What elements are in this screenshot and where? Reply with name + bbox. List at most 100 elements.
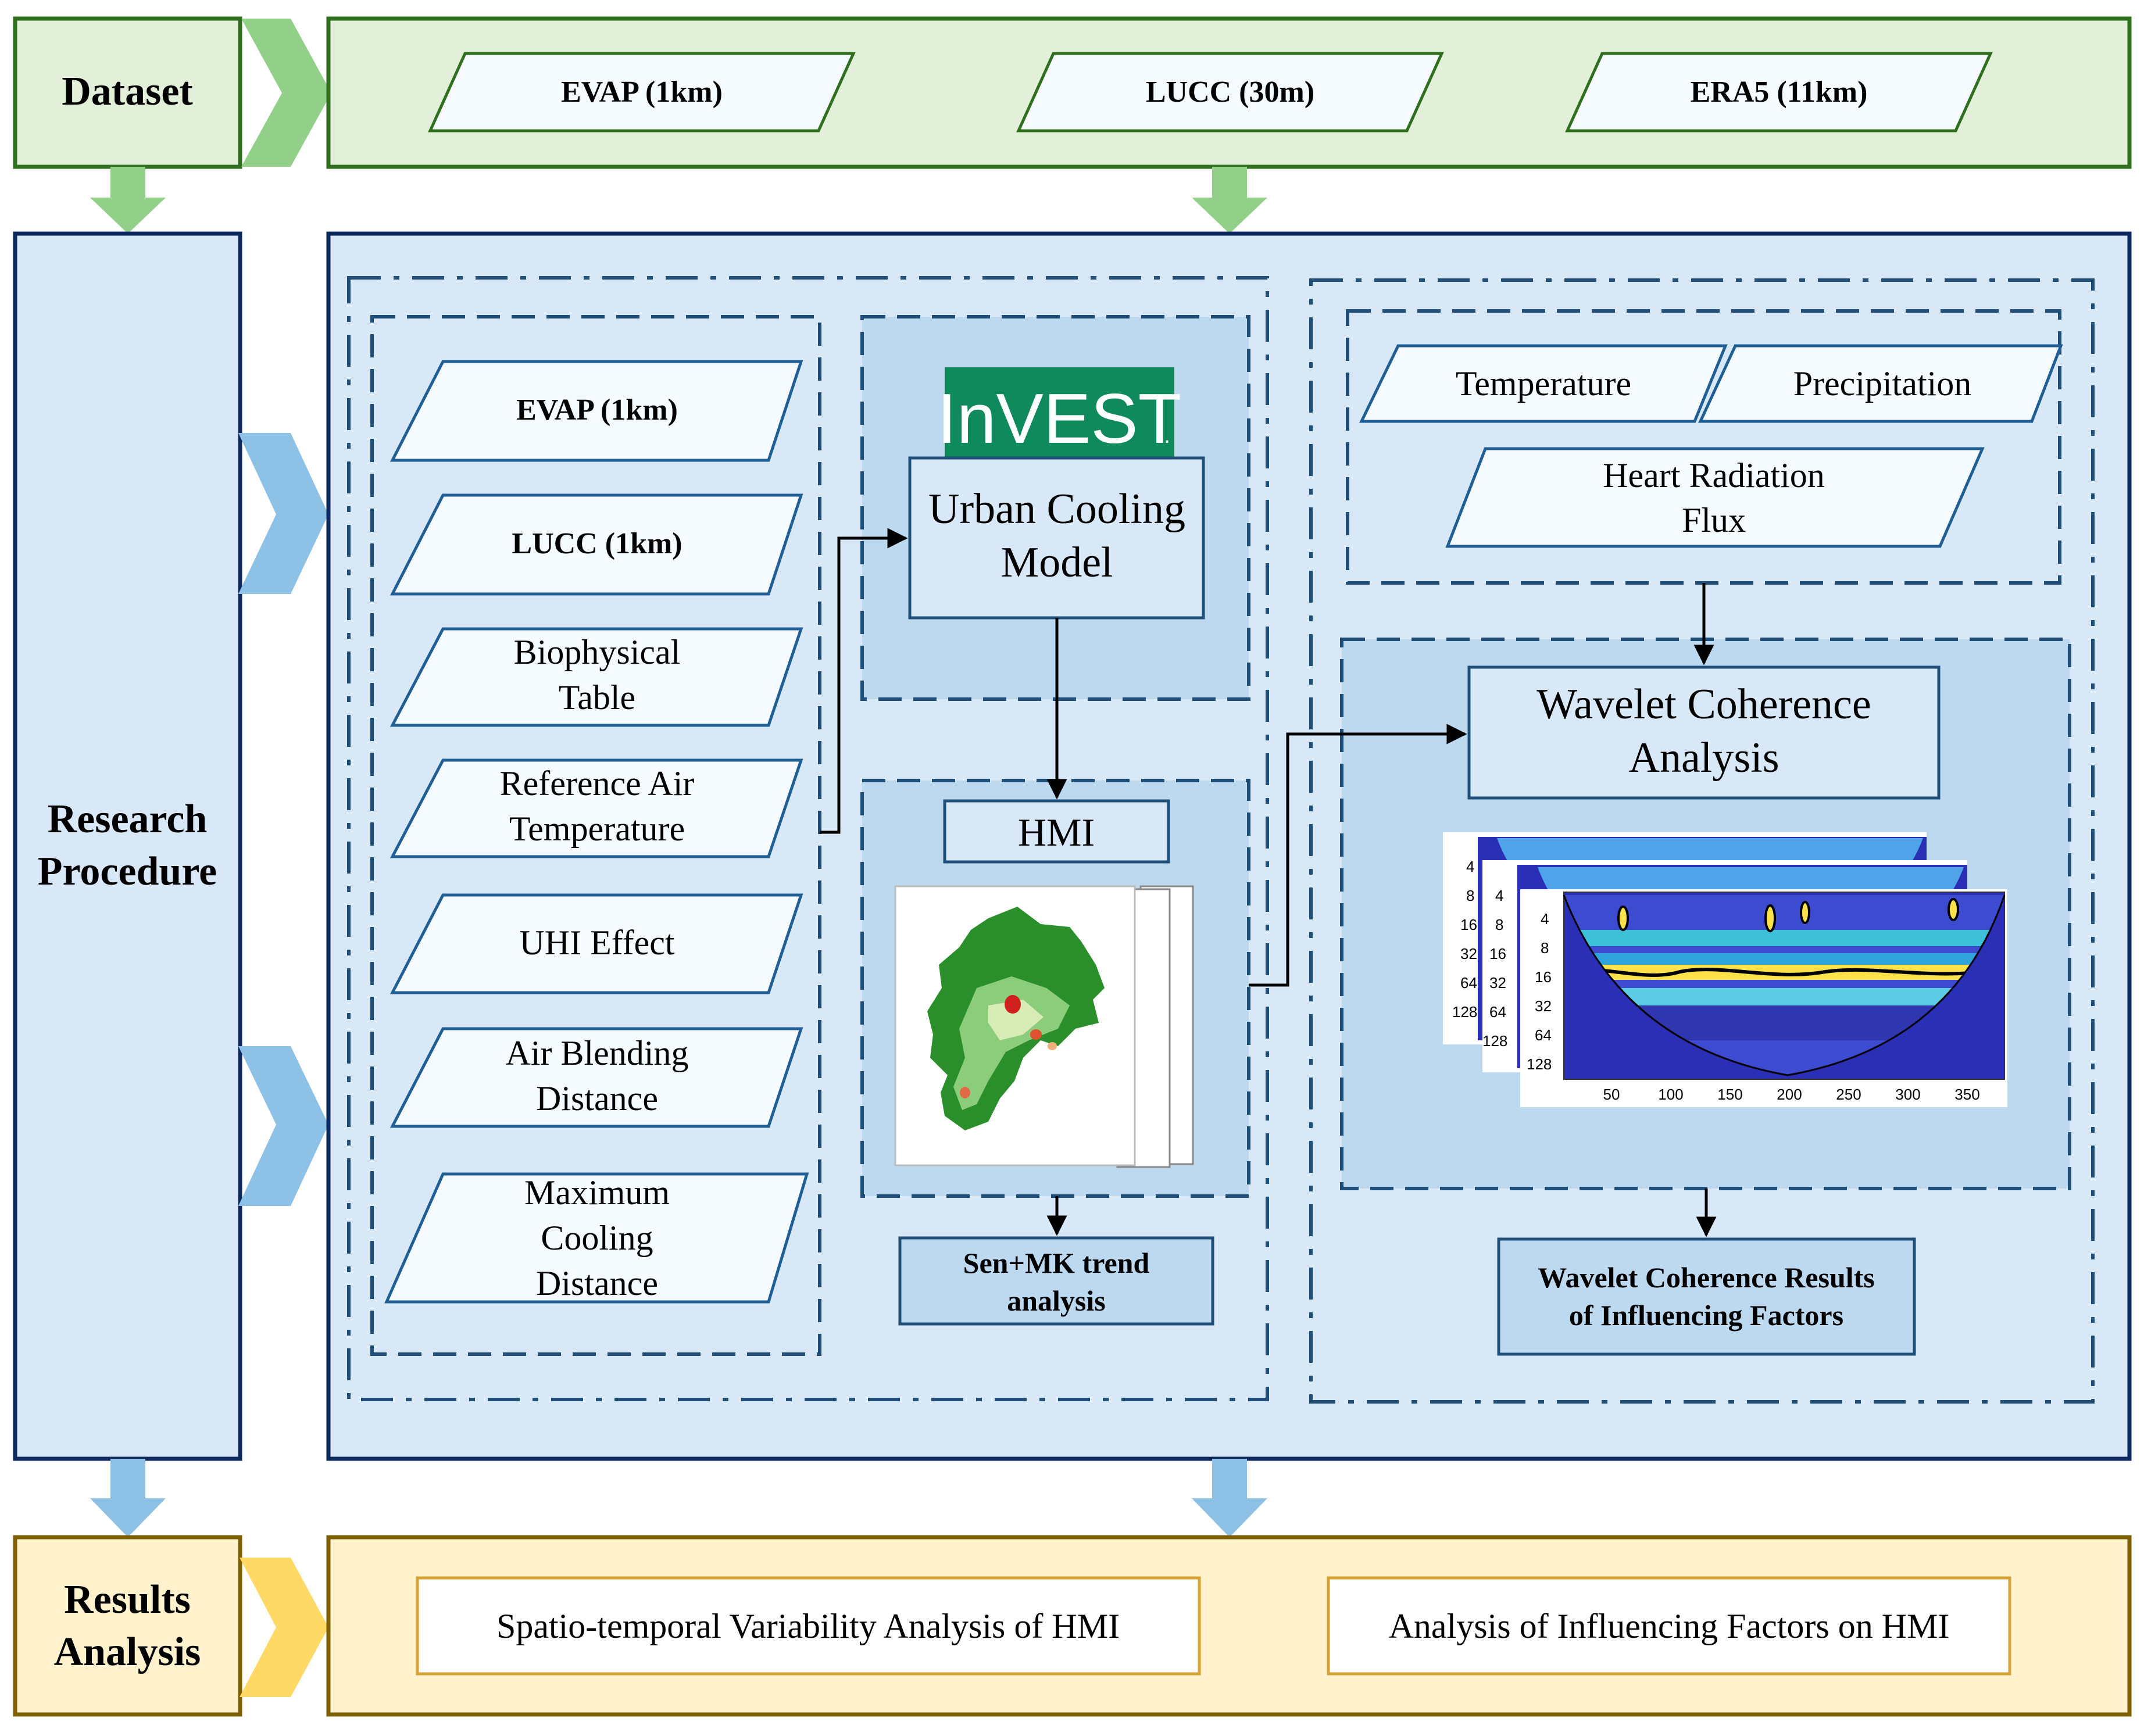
svg-text:32: 32: [1535, 997, 1552, 1015]
svg-text:8: 8: [1495, 916, 1503, 933]
svg-text:EVAP (1km): EVAP (1km): [516, 393, 678, 427]
svg-text:Distance: Distance: [536, 1079, 658, 1118]
input-air-blending-distance: Air Blending Distance: [390, 1027, 803, 1128]
svg-text:Flux: Flux: [1682, 501, 1746, 539]
svg-text:50: 50: [1603, 1086, 1620, 1103]
svg-text:16: 16: [1489, 945, 1506, 962]
svg-text:200: 200: [1777, 1086, 1802, 1103]
svg-text:4: 4: [1466, 858, 1474, 875]
svg-text:Wavelet Coherence: Wavelet Coherence: [1536, 681, 1871, 728]
wavelet-results-box: Wavelet Coherence Results of Influencing…: [1497, 1237, 1916, 1356]
svg-text:128: 128: [1452, 1003, 1477, 1021]
procedure-label-box: [13, 231, 242, 1461]
svg-text:ERA5 (11km): ERA5 (11km): [1691, 76, 1868, 109]
hmi-map-stack: [894, 885, 1194, 1168]
green-down-arrow-right: [1192, 167, 1267, 234]
svg-text:Maximum: Maximum: [524, 1173, 670, 1212]
svg-text:Temperature: Temperature: [1456, 364, 1631, 403]
svg-text:Precipitation: Precipitation: [1793, 364, 1972, 403]
dataset-label-box: [13, 16, 242, 169]
svg-text:128: 128: [1482, 1032, 1507, 1050]
svg-text:UHI Effect: UHI Effect: [519, 924, 674, 962]
dataset-row: Dataset EVAP (1km) LUCC (30m) ERA5 (11km…: [13, 16, 2132, 169]
blue-down-arrow-left: [90, 1459, 166, 1537]
results-chevron: [240, 1558, 328, 1697]
svg-text:EVAP (1km): EVAP (1km): [561, 76, 723, 109]
input-maximum-cooling-distance: Maximum Cooling Distance: [384, 1172, 809, 1304]
input-uhi-effect: UHI Effect: [390, 893, 803, 994]
procedure-chevron-top: [238, 433, 328, 594]
svg-text:of Influencing Factors: of Influencing Factors: [1569, 1299, 1843, 1331]
dataset-item-evap: EVAP (1km): [428, 52, 856, 133]
wavelet-coherence-analysis-box: Wavelet Coherence Analysis: [1467, 665, 1941, 800]
green-down-arrow-left: [90, 167, 166, 234]
wavelet-plot-stack: 4 8 16 32 64 128 4 8 16 32 64 128: [1443, 832, 2007, 1107]
results-label-line1: Results: [64, 1577, 191, 1622]
dataset-item-lucc: LUCC (30m): [1016, 52, 1444, 133]
svg-text:64: 64: [1460, 974, 1477, 992]
svg-text:InVEST: InVEST: [937, 379, 1181, 458]
svg-text:analysis: analysis: [1007, 1284, 1106, 1317]
results-label-line2: Analysis: [54, 1630, 201, 1674]
svg-text:4: 4: [1495, 887, 1503, 904]
dataset-label: Dataset: [62, 69, 192, 114]
svg-text:Model: Model: [1000, 539, 1113, 586]
svg-text:4: 4: [1541, 910, 1549, 928]
svg-text:Sen+MK trend: Sen+MK trend: [963, 1247, 1150, 1279]
svg-text:LUCC (1km): LUCC (1km): [512, 527, 682, 560]
svg-text:64: 64: [1535, 1026, 1552, 1044]
svg-text:Analysis of Influencing Factor: Analysis of Influencing Factors on HMI: [1389, 1607, 1950, 1645]
svg-text:350: 350: [1954, 1086, 1979, 1103]
svg-text:Wavelet Coherence Results: Wavelet Coherence Results: [1538, 1261, 1875, 1294]
svg-text:Heart Radiation: Heart Radiation: [1603, 456, 1825, 495]
svg-text:32: 32: [1460, 945, 1477, 962]
svg-text:8: 8: [1466, 887, 1474, 904]
svg-text:Temperature: Temperature: [509, 810, 685, 848]
svg-text:.: .: [1164, 423, 1170, 448]
dataset-chevron: [241, 19, 331, 167]
svg-text:Urban Cooling: Urban Cooling: [928, 485, 1185, 533]
input-lucc: LUCC (1km): [390, 493, 803, 596]
hmi-label-box: HMI: [943, 799, 1170, 864]
dataset-item-era5: ERA5 (11km): [1565, 52, 1993, 133]
svg-text:Distance: Distance: [536, 1264, 658, 1302]
svg-text:LUCC (30m): LUCC (30m): [1146, 76, 1314, 109]
procedure-label-line2: Procedure: [38, 849, 217, 894]
svg-text:16: 16: [1535, 968, 1552, 986]
input-biophysical-table: Biophysical Table: [390, 627, 803, 727]
procedure-chevron-bottom: [238, 1046, 328, 1206]
svg-text:250: 250: [1836, 1086, 1861, 1103]
procedure-label-line1: Research: [48, 797, 208, 842]
arrow-hmi-to-wavelet: [1249, 724, 1467, 987]
results-item-spatiotemporal: Spatio-temporal Variability Analysis of …: [416, 1576, 1201, 1676]
svg-text:150: 150: [1717, 1086, 1742, 1103]
input-reference-air-temperature: Reference Air Temperature: [390, 758, 803, 858]
urban-cooling-model-box: Urban Cooling Model: [908, 456, 1205, 620]
arrow-inputs-to-ucm: [820, 528, 908, 834]
svg-text:Air Blending: Air Blending: [506, 1034, 689, 1072]
svg-text:Biophysical: Biophysical: [514, 633, 681, 671]
inputs-frame: [370, 315, 821, 1356]
blue-down-arrow-right: [1192, 1459, 1267, 1537]
svg-text:32: 32: [1489, 974, 1506, 992]
svg-text:HMI: HMI: [1018, 810, 1095, 854]
svg-text:64: 64: [1489, 1003, 1506, 1021]
svg-text:Table: Table: [559, 678, 635, 717]
svg-text:Reference Air: Reference Air: [500, 764, 695, 803]
results-item-influencing-factors: Analysis of Influencing Factors on HMI: [1327, 1576, 2011, 1676]
factor-temperature: Temperature: [1359, 344, 1728, 423]
svg-text:100: 100: [1658, 1086, 1683, 1103]
factor-precipitation: Precipitation: [1698, 344, 2063, 423]
invest-logo: InVEST .: [937, 367, 1181, 459]
connectors: [820, 528, 1717, 1237]
svg-text:128: 128: [1527, 1055, 1552, 1073]
factor-heat-radiation-flux: Heart Radiation Flux: [1445, 447, 1985, 548]
model-group-frame: [347, 276, 1269, 1401]
svg-text:8: 8: [1541, 939, 1549, 957]
svg-text:16: 16: [1460, 916, 1477, 933]
svg-text:Analysis: Analysis: [1629, 734, 1779, 782]
svg-text:Cooling: Cooling: [541, 1219, 653, 1257]
svg-text:Spatio-temporal Variability An: Spatio-temporal Variability Analysis of …: [496, 1607, 1120, 1645]
